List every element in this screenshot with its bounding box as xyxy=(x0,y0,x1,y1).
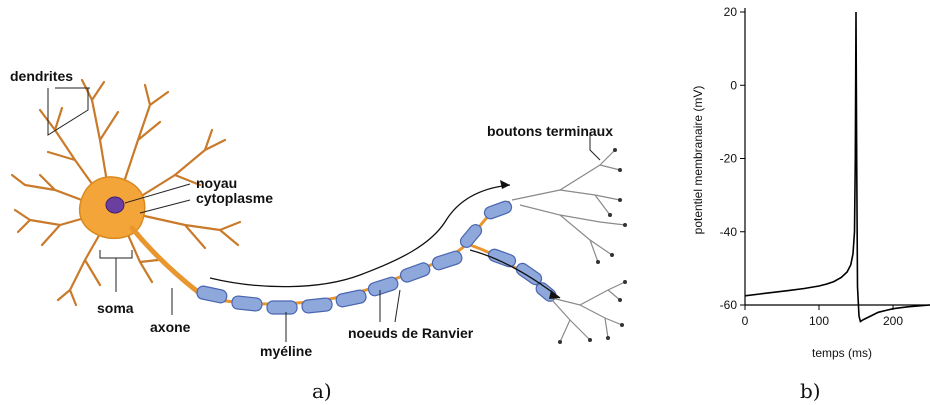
x-tick-label: 200 xyxy=(883,314,903,328)
label-boutons: boutons terminaux xyxy=(487,123,613,139)
terminal-branches xyxy=(512,150,625,342)
chart-axes xyxy=(745,8,930,305)
label-myeline: myéline xyxy=(260,343,312,359)
y-axis-label: potentiel membranaire (mV) xyxy=(691,86,705,235)
label-cytoplasme: cytoplasme xyxy=(196,190,273,206)
x-axis-label: temps (ms) xyxy=(812,346,872,360)
y-tick-label: 20 xyxy=(724,5,738,19)
label-axone: axone xyxy=(150,319,191,335)
series-line xyxy=(745,12,930,322)
axon-hillock xyxy=(132,228,198,292)
x-tick-label: 100 xyxy=(809,314,829,328)
y-tick-label: 0 xyxy=(730,78,737,92)
myelin-sheath xyxy=(196,200,558,314)
y-tick-label: -40 xyxy=(720,225,738,239)
caption-a: a) xyxy=(312,379,332,403)
label-dendrites: dendrites xyxy=(10,68,73,84)
axon-core xyxy=(198,202,510,304)
x-tick-label: 0 xyxy=(742,314,749,328)
label-noyau: noyau xyxy=(196,175,237,191)
caption-b: b) xyxy=(800,379,821,403)
y-tick-label: -60 xyxy=(720,298,738,312)
label-ranvier: noeuds de Ranvier xyxy=(348,325,474,341)
nucleus xyxy=(106,197,124,213)
label-soma: soma xyxy=(97,300,134,316)
neuron-diagram: dendrites noyau cytoplasme soma axone my… xyxy=(10,68,627,359)
y-tick-label: -20 xyxy=(720,152,738,166)
arrowhead-top xyxy=(500,180,510,189)
